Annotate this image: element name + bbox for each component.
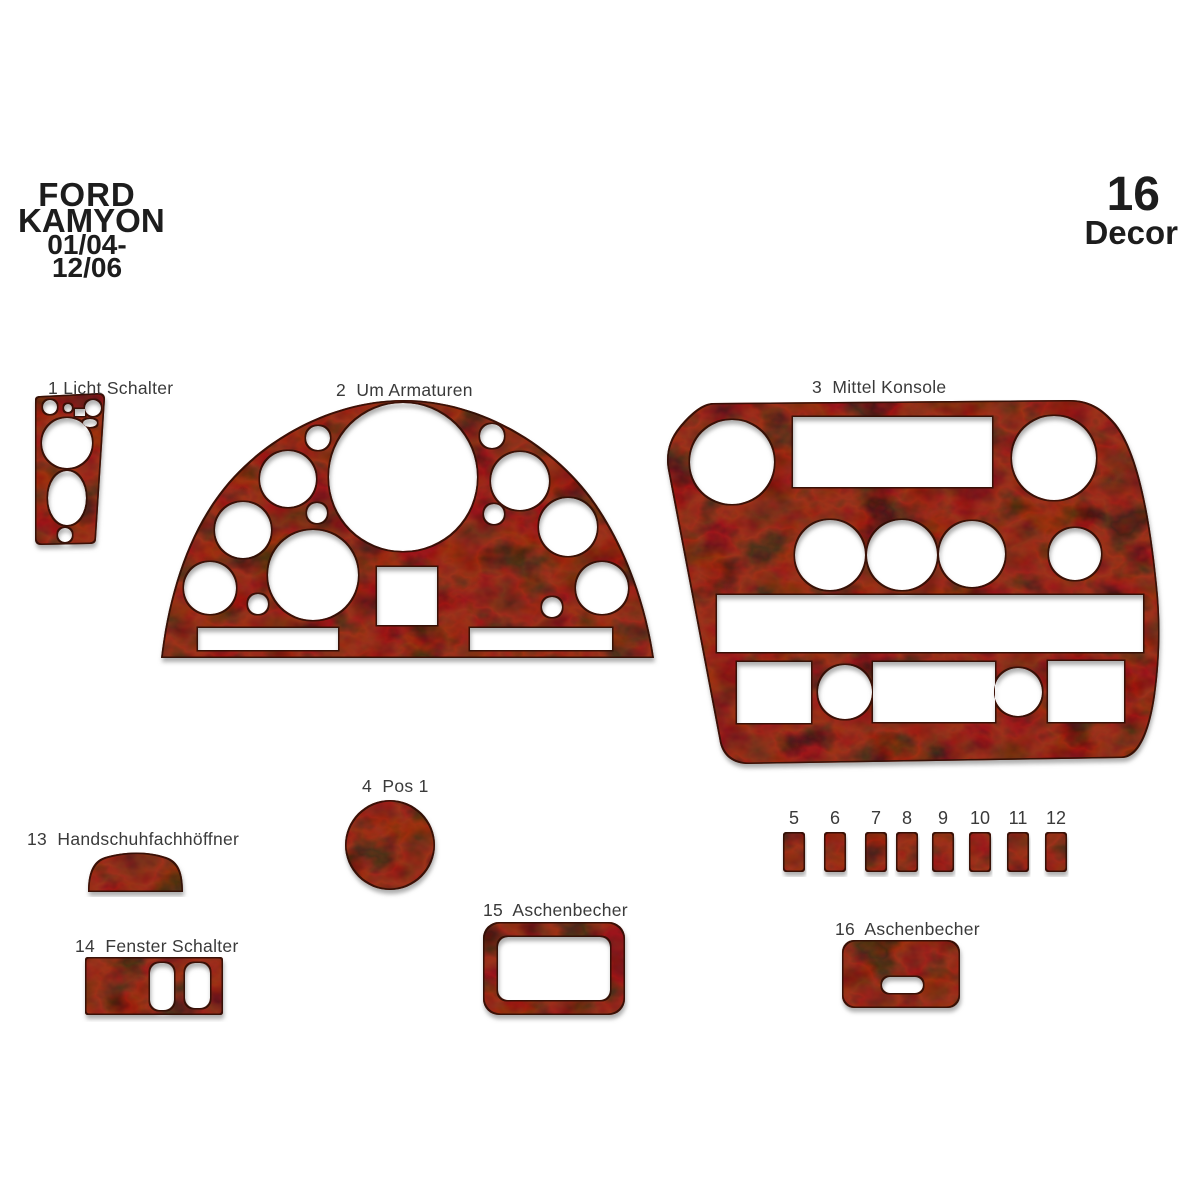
- piece-13-handschuhfachhoeffner-shape: [88, 852, 183, 892]
- piece-3-mittel-konsole-shape: [667, 400, 1160, 764]
- switch-10-shape: [969, 832, 991, 872]
- piece-13-label: 13 Handschuhfachhöffner: [27, 829, 240, 849]
- decor-count: 16: [1106, 168, 1160, 221]
- brand-block: FORD KAMYON 01/04-12/06: [18, 176, 165, 283]
- switch-9-shape: [932, 832, 954, 872]
- switch-11-number: 11: [1008, 808, 1028, 828]
- switch-6-number: 6: [829, 808, 840, 828]
- switch-12-number: 12: [1045, 808, 1067, 828]
- switch-8-shape: [896, 832, 918, 872]
- switch-11-shape: [1007, 832, 1029, 872]
- piece-15-label: 15 Aschenbecher: [483, 900, 628, 920]
- switch-5-shape: [783, 832, 805, 872]
- switch-5-number: 5: [788, 808, 799, 828]
- brand-model: KAMYON: [18, 202, 165, 239]
- piece-1-licht-schalter-shape: [35, 393, 105, 545]
- piece-16-aschenbecher-shape: [842, 940, 960, 1008]
- switch-12-shape: [1045, 832, 1067, 872]
- brand-title: FORD: [38, 176, 136, 213]
- piece-4-pos1-shape: [345, 800, 435, 890]
- switch-8-number: 8: [901, 808, 912, 828]
- piece-2-um-armaturen-shape: [161, 400, 654, 658]
- piece-14-label: 14 Fenster Schalter: [75, 936, 239, 956]
- piece-16-label: 16 Aschenbecher: [835, 919, 980, 939]
- decor-badge: 16 Decor: [1084, 168, 1178, 251]
- decor-word: Decor: [1084, 214, 1178, 251]
- piece-4-label: 4 Pos 1: [362, 776, 429, 796]
- switch-7-number: 7: [870, 808, 881, 828]
- switch-7-shape: [865, 832, 887, 872]
- piece-15-aschenbecher-shape: [483, 922, 625, 1015]
- switch-10-number: 10: [969, 808, 991, 828]
- piece-14-fenster-schalter-shape: [85, 957, 223, 1015]
- brand-years: 01/04-12/06: [47, 229, 127, 283]
- piece-2-label: 2 Um Armaturen: [336, 380, 473, 400]
- piece-3-label: 3 Mittel Konsole: [812, 377, 947, 397]
- switch-6-shape: [824, 832, 846, 872]
- piece-1-label: 1 Licht Schalter: [48, 378, 174, 398]
- switch-9-number: 9: [937, 808, 948, 828]
